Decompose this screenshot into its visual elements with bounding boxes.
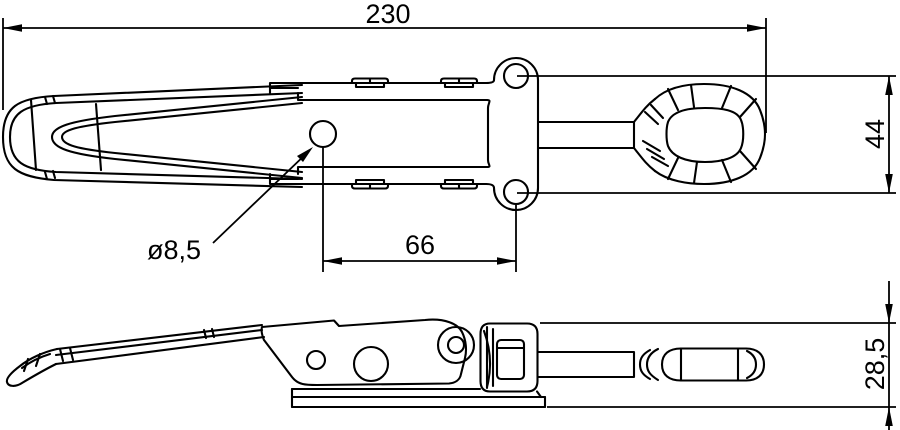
dimension-overall-length: 230 [2,0,767,133]
dimension-hole-spacing: 66 [322,147,517,272]
adjuster-block [495,338,526,381]
large-hole [352,345,390,383]
frame-bracket-side-view [479,322,539,393]
arrowhead-left [3,24,22,32]
eye-knurl-spokes [641,83,758,185]
pivot-boss [436,325,476,365]
arrowhead-up [885,407,893,426]
pivot-pin-hole [446,335,466,355]
drawbar-and-eye-top-view [536,82,767,186]
leader-arrowhead [297,147,313,162]
arrowhead-right [497,257,516,265]
dim-overall-height-label: 28,5 [860,338,890,391]
handle-top-view [1,83,304,189]
dim-eye-height-label: 44 [860,119,890,149]
mounting-plate-top-view [484,56,540,212]
dimension-overall-height: 28,5 [540,281,896,430]
arrowhead-up [885,76,893,95]
arrowhead-down [885,174,893,193]
hole-diameter-label: ø8,5 [147,235,201,265]
dimension-eye-height: 44 [517,75,896,194]
dim-hole-spacing-label: 66 [405,230,435,260]
rivet-hole [308,119,338,149]
pivot-plate-side-view [260,318,476,387]
hole-diameter-callout: ø8,5 [147,147,313,265]
small-hole [305,349,327,371]
mounting-hole-bottom [502,178,530,206]
arrowhead-left [323,257,342,265]
arrowhead-right [747,24,766,32]
dim-overall-length-label: 230 [365,0,410,29]
rod-and-grip-side-view [536,347,766,382]
arrowhead-down [885,304,893,323]
handle-side-view [5,323,266,387]
frame-top-view [268,77,489,190]
base-plate-side-view [290,387,547,409]
side-view: 28,5 [5,281,896,430]
top-view: 230 44 66 ø8,5 [1,0,896,272]
